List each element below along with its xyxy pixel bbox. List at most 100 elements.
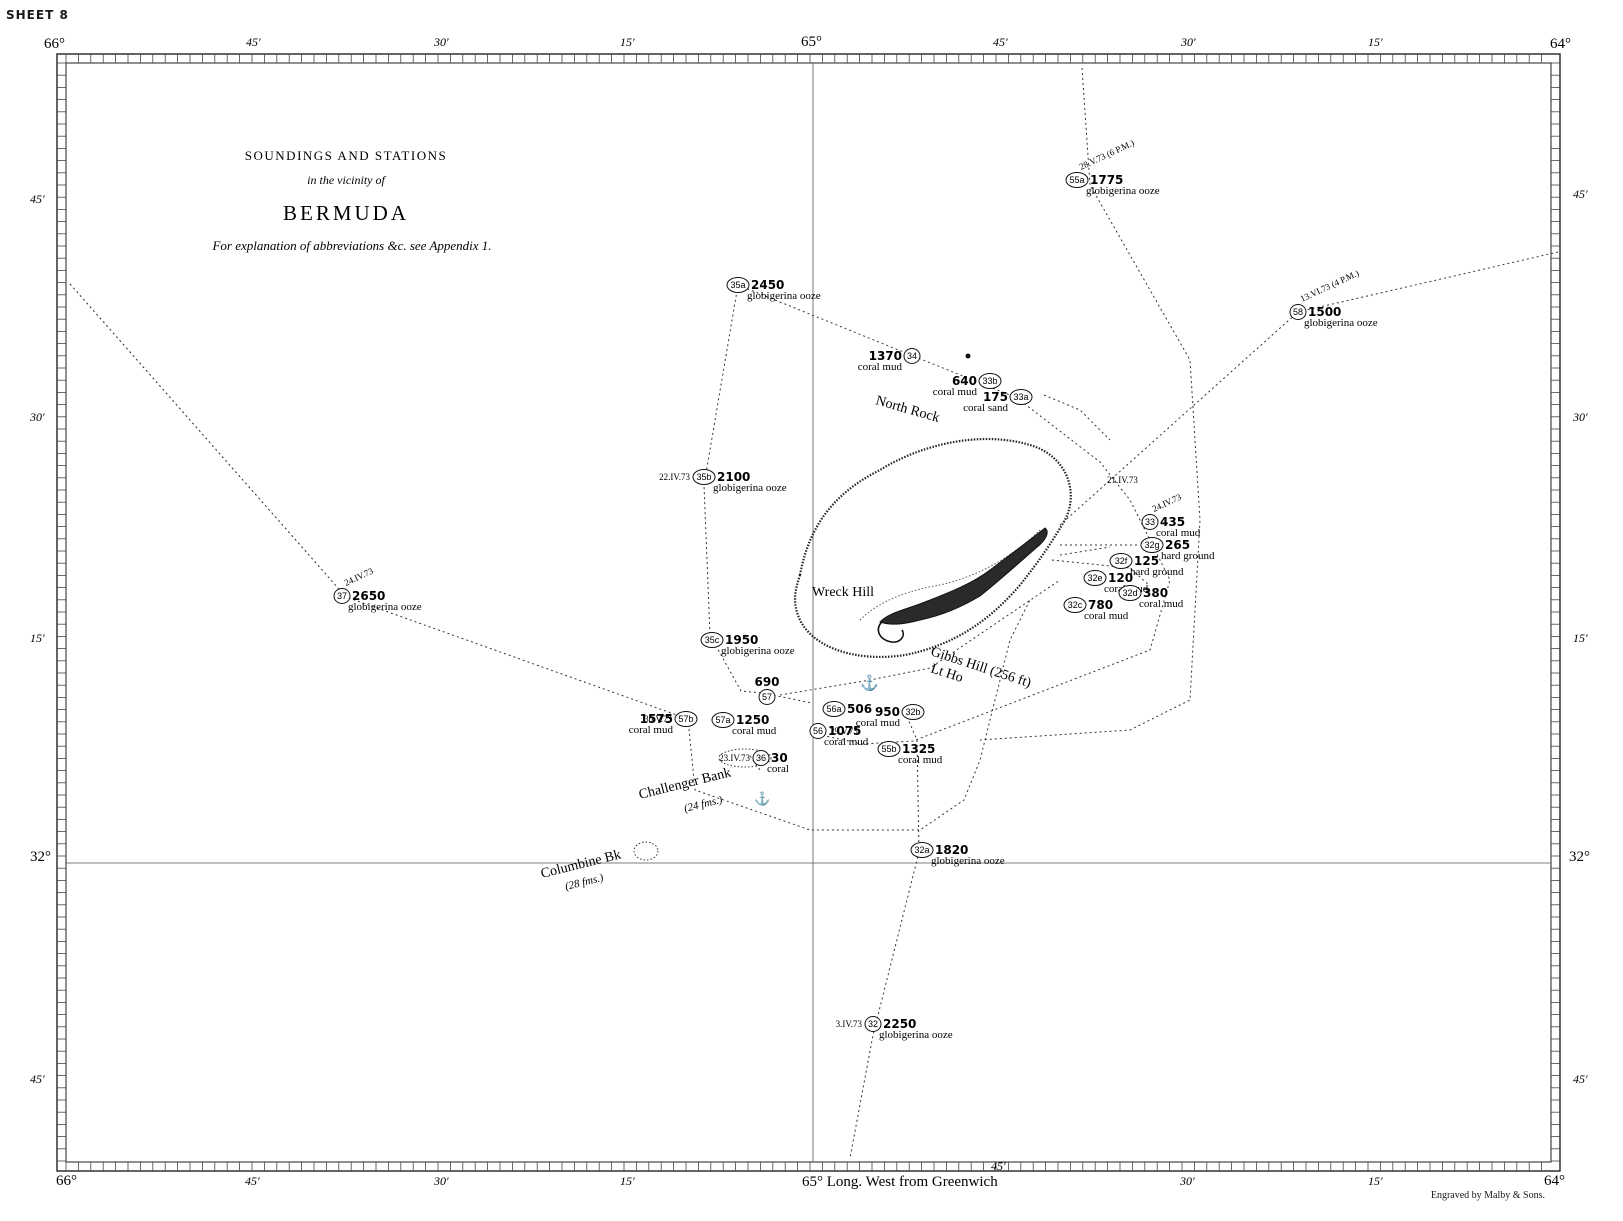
station-date: 30.V.73 (644, 714, 672, 724)
bottom-min-5: 30′ (1179, 1174, 1195, 1188)
station-id: 55b (881, 744, 896, 754)
station-depth: 380 (1143, 586, 1168, 600)
station-bottom-type: globigerina ooze (1304, 317, 1378, 329)
border-scale-ticks (57, 54, 1560, 1171)
anchor-icon-2: ⚓ (754, 791, 770, 806)
station-date: 23.IV.73 (719, 753, 750, 763)
station-circle (1065, 172, 1089, 188)
station-bottom-type: coral mud (858, 361, 903, 373)
station-circle (910, 842, 934, 858)
station-circle (903, 348, 921, 364)
station-depth: 1950 (725, 633, 758, 647)
station-circle (726, 277, 750, 293)
station-bottom-type: coral mud (1156, 527, 1201, 539)
bottom-min-2: 30′ (433, 1174, 449, 1188)
station-depth: 640 (952, 374, 977, 388)
station-date: 28.V.73 (6 P.M.) (1078, 138, 1136, 172)
title-line2: in the vicinity of (307, 173, 386, 187)
station-depth: 1250 (736, 713, 769, 727)
station-bottom-type: coral mud (629, 724, 674, 736)
station-date: 24.IV.73 (1151, 492, 1184, 514)
station-depth: 435 (1160, 515, 1185, 529)
station-circle (1063, 597, 1087, 613)
station-id: 35c (705, 635, 720, 645)
label-north-rock: North Rock (874, 393, 941, 426)
station-circle (674, 711, 698, 727)
engraver-credit: Engraved by Malby & Sons. (1430, 1190, 1545, 1201)
station-bottom-type: globigerina ooze (747, 290, 821, 302)
station-depth: 265 (1165, 538, 1190, 552)
station-circle (1109, 553, 1133, 569)
station-bottom-type: coral (767, 763, 789, 775)
left-lat-3: 15′ (30, 631, 45, 645)
station-id: 33b (982, 376, 997, 386)
top-deg-66: 66° (44, 36, 65, 52)
right-lat-2: 30′ (1572, 410, 1588, 424)
station-bottom-type: globigerina ooze (348, 601, 422, 613)
station-bottom-type: globigerina ooze (931, 855, 1005, 867)
bottom-deg-64: 64° (1544, 1173, 1565, 1189)
station-id: 34 (907, 351, 917, 361)
station-depth: 1075 (828, 724, 861, 738)
station-id: 37 (337, 591, 347, 601)
bottom-min-6: 15′ (1368, 1174, 1383, 1188)
north-rock-dot (965, 353, 971, 359)
station-depth: 1575 (640, 712, 673, 726)
station-id: 32g (1144, 540, 1159, 550)
station-depth: 175 (983, 390, 1008, 404)
station-depth: 30 (771, 751, 788, 765)
station-id: 33 (1145, 517, 1155, 527)
station-circle (711, 712, 735, 728)
left-lat-5: 45′ (30, 1072, 45, 1086)
station-bottom-type: globigerina ooze (721, 645, 795, 657)
station-bottom-type: globigerina ooze (879, 1029, 953, 1041)
station-bottom-type: coral sand (963, 402, 1008, 414)
station-depth: 780 (1088, 598, 1113, 612)
station-id: 32d (1122, 588, 1137, 598)
station-id: 32 (868, 1019, 878, 1029)
station-bottom-type: coral mud (1139, 598, 1184, 610)
station-circle (822, 701, 846, 717)
station-depth: 1325 (902, 742, 935, 756)
top-min-6: 15′ (1368, 35, 1383, 49)
station-circle (752, 750, 770, 766)
station-id: 57a (715, 715, 730, 725)
bermuda-islands (879, 527, 1048, 625)
bottom-caption: 65° Long. West from Greenwich (802, 1174, 998, 1190)
anchor-icon-1: ⚓ (860, 674, 879, 692)
station-id: 56a (826, 704, 841, 714)
label-challenger-fms: (24 fms.) (683, 794, 724, 815)
left-lat-2: 30′ (29, 410, 45, 424)
bottom-min-4: 45′ (991, 1159, 1006, 1173)
station-id: 57 (762, 692, 772, 702)
left-lat-1: 45′ (30, 192, 45, 206)
station-id: 32c (1068, 600, 1083, 610)
title-line1: SOUNDINGS AND STATIONS (245, 148, 447, 163)
station-circle (809, 723, 827, 739)
title-line4: For explanation of abbreviations &c. see… (211, 238, 491, 253)
station-id: 32e (1087, 573, 1102, 583)
top-deg-65: 65° (801, 34, 822, 50)
station-id: 36 (756, 753, 766, 763)
bottom-deg-66: 66° (56, 1173, 77, 1189)
station-id: 57b (678, 714, 693, 724)
station-depth: 120 (1108, 571, 1133, 585)
station-depth: 950 (875, 705, 900, 719)
station-bottom-type: coral mud (898, 754, 943, 766)
bottom-min-3: 15′ (620, 1174, 635, 1188)
